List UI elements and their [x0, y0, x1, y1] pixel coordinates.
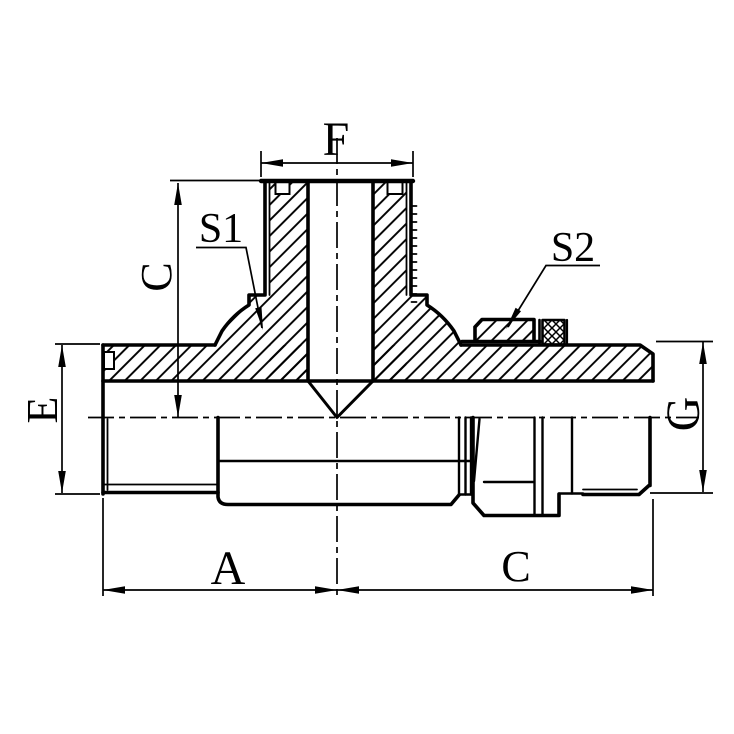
detail-lines — [103, 181, 574, 517]
arrowhead — [58, 471, 66, 493]
dim-a-label: A — [211, 542, 246, 595]
arrowhead — [699, 470, 707, 492]
locknut-hatch — [475, 319, 534, 342]
arrowhead — [174, 395, 182, 417]
dim-c-horizontal-lines — [337, 499, 654, 596]
locknut-corner-line — [472, 417, 481, 483]
arrowhead — [261, 159, 283, 167]
right-arm-hatch — [373, 345, 653, 381]
branch-notch-outlines — [274, 181, 404, 195]
branch-right-profile — [409, 181, 463, 347]
dim-g — [650, 340, 713, 494]
arrowhead — [337, 586, 359, 594]
branch-left-profile — [213, 181, 267, 347]
leader-s2 — [506, 264, 600, 329]
dim-c-vertical-lines — [170, 179, 263, 417]
arrowhead — [103, 586, 125, 594]
arrowhead — [255, 306, 263, 330]
thread-relief-notches — [104, 182, 403, 369]
dim-f-label: F — [323, 113, 350, 166]
leader-s1 — [196, 246, 263, 330]
locknut-flat-edges — [533, 416, 574, 517]
dim-e — [55, 343, 100, 495]
arrowhead — [174, 183, 182, 205]
dim-f — [260, 151, 414, 177]
arrowhead — [506, 307, 521, 329]
dim-c-vertical — [170, 179, 263, 417]
leader-s2-line — [507, 264, 600, 328]
right-flare-hatch — [406, 295, 461, 345]
drill-cone-lines — [306, 379, 375, 419]
locknut-upper-outline — [460, 317, 542, 344]
dim-g-label: G — [657, 397, 710, 432]
dim-e-lines — [55, 343, 100, 495]
centerlines — [88, 138, 699, 600]
left-arm-notch-outline — [103, 351, 115, 370]
arrowhead — [699, 342, 707, 364]
leader-s2-label: S2 — [551, 225, 595, 271]
stud-outline — [581, 415, 652, 497]
arrowhead — [631, 586, 653, 594]
dim-a — [102, 498, 337, 596]
seal-washer-outline — [541, 318, 566, 346]
hex-body-outline — [216, 415, 461, 507]
arrowhead — [391, 159, 413, 167]
dim-f-lines — [260, 151, 414, 177]
left-arm-hatch — [103, 345, 308, 381]
dim-a-lines — [102, 498, 337, 596]
locknut-lower-outline — [471, 415, 561, 518]
seal-washer-crosshatch — [542, 320, 565, 345]
dim-c-horizontal — [337, 499, 654, 596]
dim-e-label: E — [18, 397, 67, 424]
left-flare-hatch — [215, 295, 270, 345]
dim-c-vertical-label: C — [132, 262, 181, 291]
thread-lines — [102, 182, 638, 491]
dim-c-horizontal-label: C — [501, 542, 530, 591]
arrowhead — [315, 586, 337, 594]
washer-lower-edges — [457, 416, 473, 496]
arrowhead — [58, 345, 66, 367]
leader-s1-label: S1 — [199, 206, 243, 252]
leader-s1-line — [196, 246, 263, 329]
section-hatching — [103, 183, 653, 381]
branch-thread-ticks — [410, 205, 418, 303]
dim-g-lines — [650, 340, 713, 494]
